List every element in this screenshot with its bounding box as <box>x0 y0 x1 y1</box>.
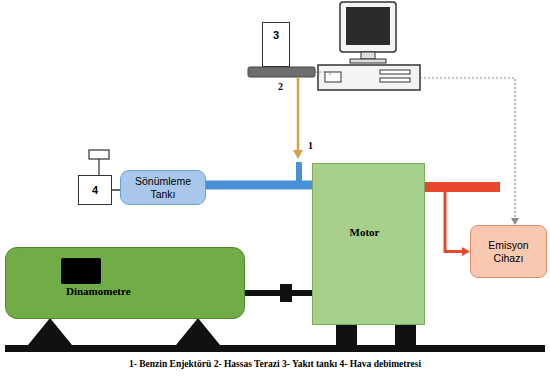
engine-box: Motor <box>312 163 425 325</box>
arrowhead <box>462 247 470 256</box>
node-text: Motor <box>350 226 380 239</box>
drive-slot <box>380 78 410 82</box>
dyno-support <box>176 318 220 345</box>
connector <box>206 181 312 190</box>
node-text: Dinamometre <box>66 285 131 298</box>
emission-device: Emisyon Cihazı <box>470 225 547 278</box>
signal-arrowhead <box>511 218 519 225</box>
signal-line <box>315 72 330 75</box>
callout-number: 2 <box>278 82 283 92</box>
damping-tank: Sönümleme Tankı <box>120 170 206 205</box>
connector <box>245 290 312 296</box>
caption: 1- Benzin Enjektörü 2- Hassas Terazi 3- … <box>0 359 550 369</box>
node-text: 4 <box>92 184 98 197</box>
flowmeter-valve <box>89 150 109 159</box>
callout-number: 1 <box>308 141 313 151</box>
fuel-arrowhead <box>293 150 303 159</box>
computer-case <box>318 65 420 90</box>
signal-line <box>420 78 515 219</box>
drive-bay <box>325 72 341 82</box>
base-rail <box>5 345 545 352</box>
motor-foot <box>336 325 357 345</box>
connector <box>112 189 120 191</box>
display-panel <box>61 258 101 284</box>
monitor <box>340 2 396 52</box>
monitor-stand <box>361 52 375 59</box>
dynamometer: Dinamometre <box>5 247 245 319</box>
dyno-support <box>28 318 72 345</box>
connector <box>425 187 463 252</box>
fuel-tank-box: 3 <box>262 22 290 67</box>
motor-foot <box>395 325 416 345</box>
injector-stub <box>296 162 302 182</box>
drive-slot <box>380 70 410 74</box>
air-flowmeter-box: 4 <box>78 175 112 205</box>
node-text: Sönümleme Tankı <box>125 175 201 199</box>
fuel-line <box>297 77 300 152</box>
node-text: Emisyon Cihazı <box>475 239 542 263</box>
node-text: 3 <box>273 29 279 42</box>
screen <box>346 7 390 45</box>
monitor-base <box>350 59 386 63</box>
flowmeter-stem <box>98 159 99 175</box>
scale-plate <box>248 67 315 77</box>
